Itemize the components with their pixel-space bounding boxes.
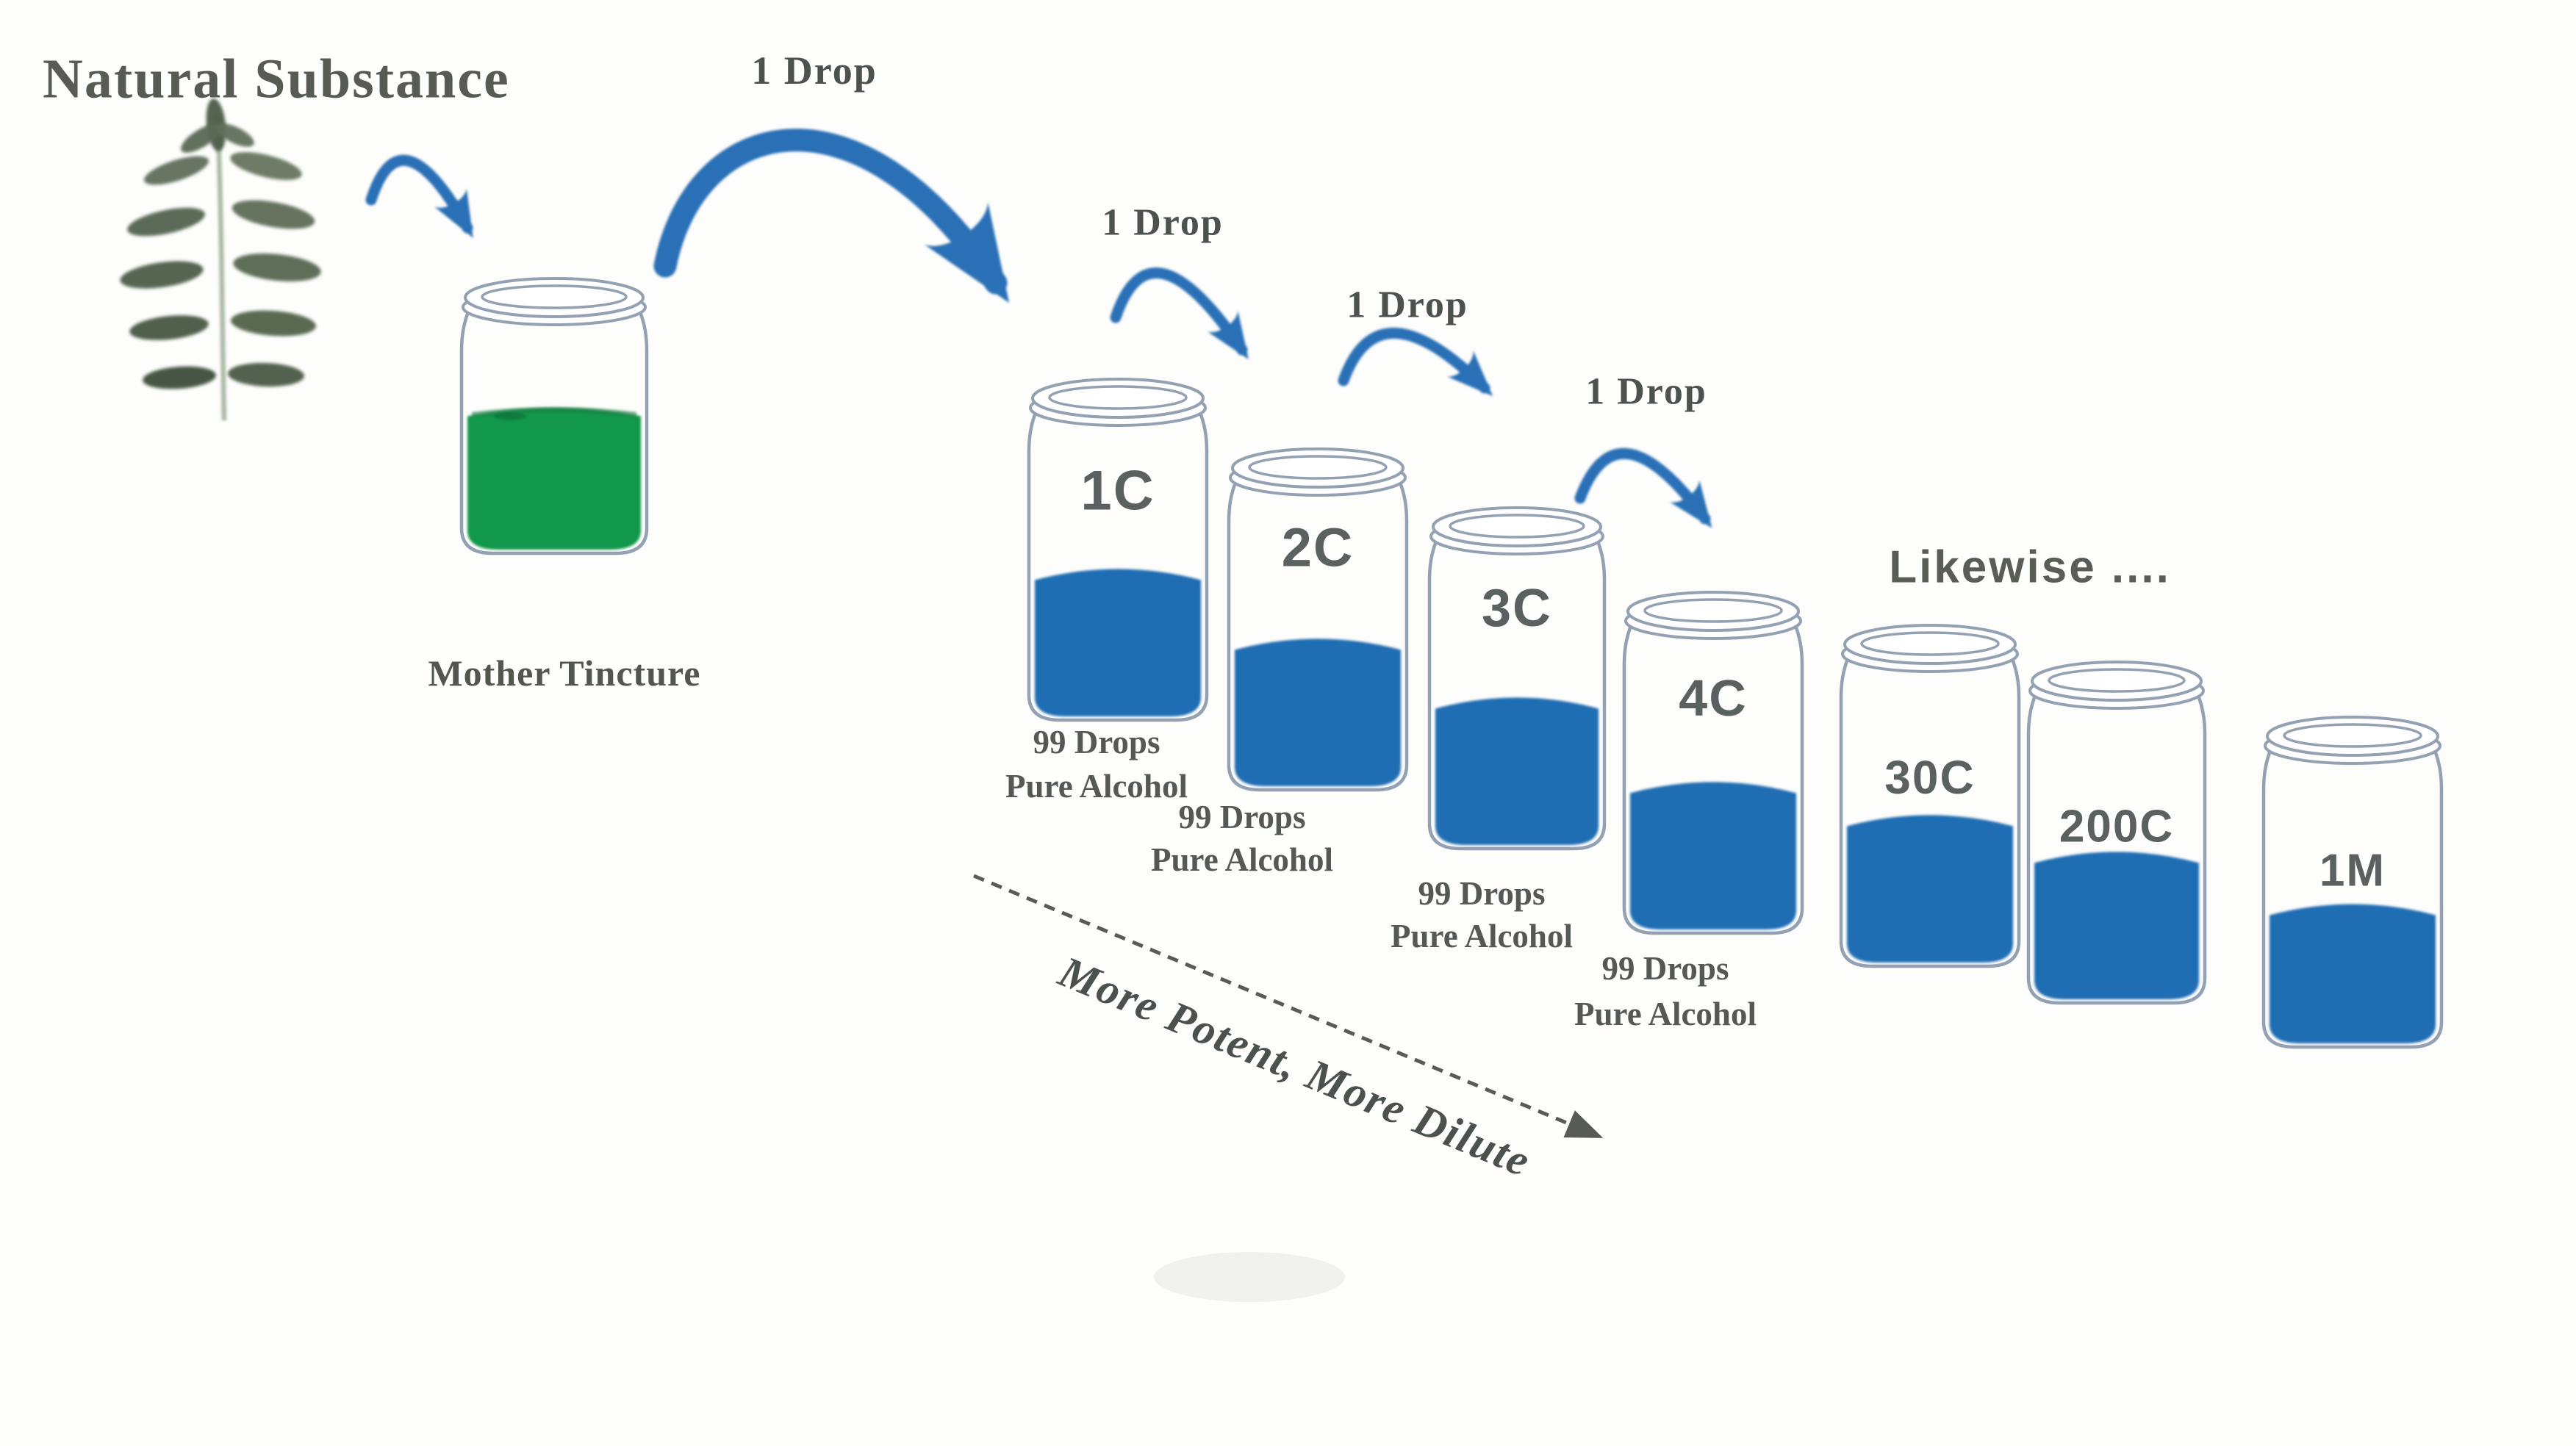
drop-label-2: 1 Drop (1102, 201, 1224, 244)
drop-arrow-icon-3 (1338, 328, 1493, 397)
note-pure-alcohol-4: Pure Alcohol (1574, 996, 1757, 1032)
dilution-direction-arrow (973, 874, 1604, 1138)
page-title: Natural Substance (43, 48, 510, 110)
drop-label-1: 1 Drop (751, 48, 878, 93)
drop-label-3: 1 Drop (1346, 284, 1468, 326)
note-99-drops-4: 99 Drops (1601, 950, 1729, 987)
jar-potency-label-200C: 200C (2059, 801, 2175, 852)
mother-tincture-jar (459, 277, 649, 555)
mother-tincture-label: Mother Tincture (428, 652, 701, 694)
dilution-jar-1M (2261, 716, 2444, 1049)
likewise-label: Likewise .... (1889, 542, 2171, 593)
dilution-jar-2C (1227, 447, 1409, 792)
note-99-drops-3: 99 Drops (1418, 875, 1546, 912)
scan-smudge (1154, 1252, 1345, 1302)
jar-potency-label-2C: 2C (1281, 517, 1355, 578)
jar-potency-label-3C: 3C (1481, 579, 1553, 638)
drop-arrow-icon-1 (365, 154, 473, 238)
dilution-jar-200C (2026, 661, 2207, 1005)
dilution-jar-30C (1839, 624, 2021, 968)
note-pure-alcohol-1: Pure Alcohol (1005, 768, 1188, 805)
drop-arrow-icon-2 (1110, 267, 1249, 360)
dilution-jar-1C (1027, 378, 1209, 722)
note-99-drops-1: 99 Drops (1033, 724, 1160, 760)
dilution-jar-4C (1622, 591, 1804, 935)
drop-label-4: 1 Drop (1585, 370, 1707, 413)
jar-potency-label-4C: 4C (1679, 669, 1748, 727)
dilution-jar-3C (1427, 506, 1607, 851)
drop-arrow-icon-4 (1574, 447, 1712, 528)
plant-icon (120, 98, 321, 421)
note-pure-alcohol-2: Pure Alcohol (1151, 841, 1333, 878)
jar-potency-label-1M: 1M (2319, 845, 2386, 896)
note-pure-alcohol-3: Pure Alcohol (1391, 918, 1573, 954)
jar-potency-label-30C: 30C (1884, 751, 1976, 804)
note-99-drops-2: 99 Drops (1178, 799, 1306, 835)
big-drop-arrow-icon (653, 129, 1010, 303)
jar-potency-label-1C: 1C (1080, 459, 1155, 522)
